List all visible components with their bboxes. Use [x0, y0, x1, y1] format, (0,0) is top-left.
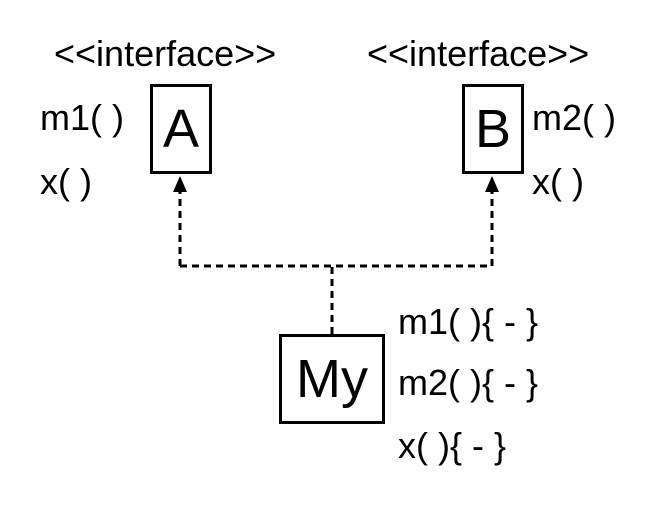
class-my-box[interactable]: My: [279, 334, 385, 424]
class-my-method-x: x( ){ - }: [398, 425, 507, 466]
arrowhead-b: [485, 176, 499, 192]
arrowhead-a: [173, 176, 187, 192]
interface-a-box[interactable]: A: [150, 84, 212, 174]
interface-a-name: A: [162, 99, 200, 159]
class-my-method-m2: m2( ){ - }: [398, 362, 539, 403]
interface-a-method-m1: m1( ): [40, 97, 124, 138]
interface-b-method-x: x( ): [532, 161, 584, 202]
interface-b-stereotype: <<interface>>: [367, 33, 590, 74]
interface-b-method-m2: m2( ): [532, 97, 616, 138]
class-my-name: My: [296, 349, 368, 409]
interface-a-method-x: x( ): [40, 161, 92, 202]
interface-b-box[interactable]: B: [462, 84, 524, 174]
class-my-method-m1: m1( ){ - }: [398, 301, 539, 342]
interface-b-name: B: [474, 99, 512, 159]
interface-a-stereotype: <<interface>>: [54, 33, 277, 74]
